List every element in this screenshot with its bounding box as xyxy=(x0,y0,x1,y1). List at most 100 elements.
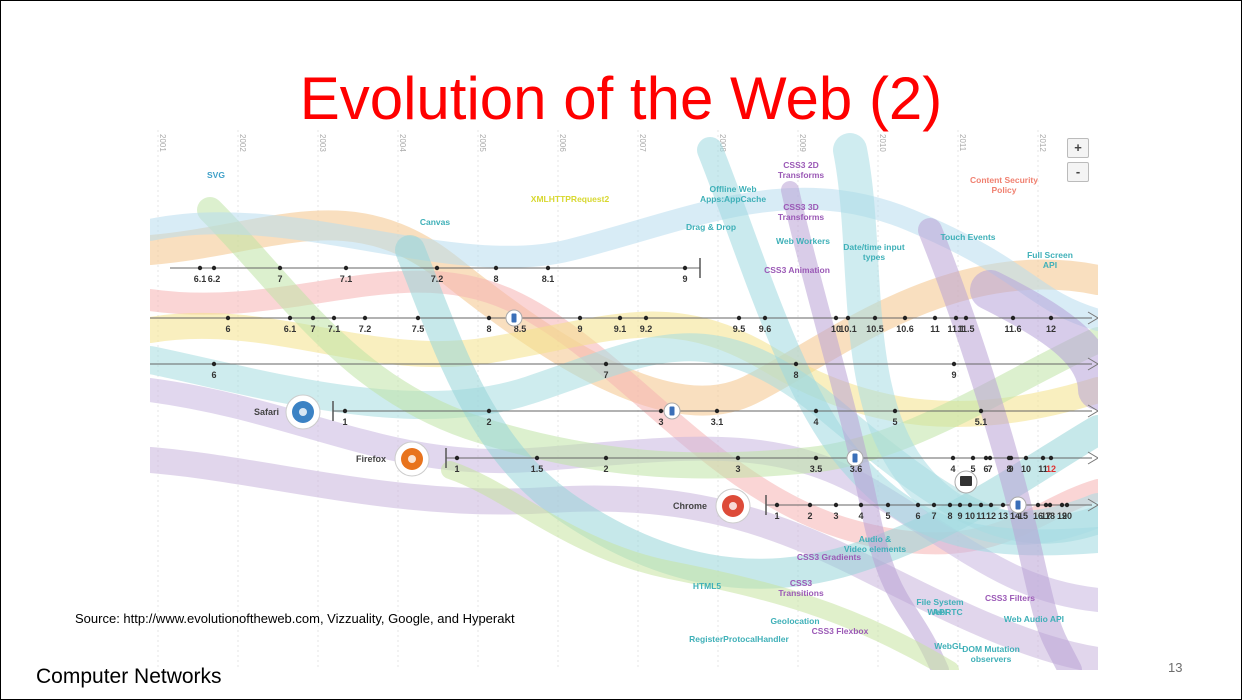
feature-label[interactable]: Touch Events xyxy=(940,232,995,242)
feature-label[interactable]: Drag & Drop xyxy=(686,222,736,232)
version-dot[interactable] xyxy=(967,502,973,508)
safari-icon[interactable] xyxy=(285,394,321,430)
version-dot[interactable] xyxy=(493,265,499,271)
version-dot[interactable] xyxy=(603,361,609,367)
version-dot[interactable] xyxy=(833,502,839,508)
version-dot[interactable] xyxy=(736,315,742,321)
feature-label[interactable]: Web Workers xyxy=(776,236,830,246)
feature-label[interactable]: WebGL xyxy=(934,641,964,651)
version-dot[interactable] xyxy=(486,408,492,414)
tv-device-icon[interactable] xyxy=(954,470,978,494)
version-dot[interactable] xyxy=(858,502,864,508)
version-dot[interactable] xyxy=(774,502,780,508)
version-dot[interactable] xyxy=(643,315,649,321)
version-dot[interactable] xyxy=(951,361,957,367)
version-dot[interactable] xyxy=(931,502,937,508)
feature-label[interactable]: CSS3 Filters xyxy=(985,593,1035,603)
version-dot[interactable] xyxy=(988,502,994,508)
version-dot[interactable] xyxy=(277,265,283,271)
version-dot[interactable] xyxy=(1008,455,1014,461)
feature-label[interactable]: RegisterProtocalHandler xyxy=(689,634,789,644)
mobile-device-icon[interactable] xyxy=(1009,496,1027,514)
version-dot[interactable] xyxy=(1047,502,1053,508)
version-dot[interactable] xyxy=(1048,315,1054,321)
mobile-device-icon[interactable] xyxy=(846,449,864,467)
version-dot[interactable] xyxy=(793,361,799,367)
version-dot[interactable] xyxy=(762,315,768,321)
version-dot[interactable] xyxy=(617,315,623,321)
version-dot[interactable] xyxy=(714,408,720,414)
feature-label[interactable]: Audio &Video elements xyxy=(844,534,906,554)
version-dot[interactable] xyxy=(947,502,953,508)
feature-label[interactable]: Canvas xyxy=(420,217,451,227)
feature-label[interactable]: CSS3 Flexbox xyxy=(812,626,869,636)
version-dot[interactable] xyxy=(342,408,348,414)
feature-label[interactable]: WebRTC xyxy=(927,607,962,617)
version-dot[interactable] xyxy=(978,502,984,508)
version-dot[interactable] xyxy=(735,455,741,461)
version-dot[interactable] xyxy=(603,455,609,461)
version-dot[interactable] xyxy=(682,265,688,271)
feature-label[interactable]: XMLHTTPRequest2 xyxy=(531,194,610,204)
version-dot[interactable] xyxy=(1023,455,1029,461)
version-dot[interactable] xyxy=(434,265,440,271)
version-dot[interactable] xyxy=(872,315,878,321)
version-dot[interactable] xyxy=(902,315,908,321)
feature-label[interactable]: SVG xyxy=(207,170,225,180)
feature-label[interactable]: CSS3 Animation xyxy=(764,265,830,275)
version-dot[interactable] xyxy=(1035,502,1041,508)
version-dot[interactable] xyxy=(1043,502,1049,508)
version-dot[interactable] xyxy=(197,265,203,271)
feature-label[interactable]: CSS3 Gradients xyxy=(797,552,862,562)
version-dot[interactable] xyxy=(211,265,217,271)
version-dot[interactable] xyxy=(545,265,551,271)
version-dot[interactable] xyxy=(331,315,337,321)
version-dot[interactable] xyxy=(845,315,851,321)
version-dot[interactable] xyxy=(807,502,813,508)
version-dot[interactable] xyxy=(983,455,989,461)
feature-label[interactable]: Geolocation xyxy=(770,616,819,626)
zoom-in-button[interactable]: + xyxy=(1067,138,1089,158)
version-dot[interactable] xyxy=(950,455,956,461)
version-dot[interactable] xyxy=(813,408,819,414)
version-dot[interactable] xyxy=(833,315,839,321)
version-dot[interactable] xyxy=(415,315,421,321)
feature-label[interactable]: HTML5 xyxy=(693,581,722,591)
version-dot[interactable] xyxy=(915,502,921,508)
version-dot[interactable] xyxy=(1048,455,1054,461)
mobile-device-icon[interactable] xyxy=(505,309,523,327)
zoom-out-button[interactable]: - xyxy=(1067,162,1089,182)
version-dot[interactable] xyxy=(1010,315,1016,321)
version-dot[interactable] xyxy=(932,315,938,321)
version-dot[interactable] xyxy=(225,315,231,321)
version-dot[interactable] xyxy=(978,408,984,414)
version-dot[interactable] xyxy=(658,408,664,414)
version-dot[interactable] xyxy=(343,265,349,271)
version-dot[interactable] xyxy=(892,408,898,414)
version-dot[interactable] xyxy=(1064,502,1070,508)
version-dot[interactable] xyxy=(885,502,891,508)
version-dot[interactable] xyxy=(362,315,368,321)
firefox-icon[interactable] xyxy=(394,441,430,477)
version-dot[interactable] xyxy=(486,315,492,321)
version-dot[interactable] xyxy=(577,315,583,321)
version-dot[interactable] xyxy=(987,455,993,461)
version-dot[interactable] xyxy=(970,455,976,461)
version-dot[interactable] xyxy=(957,502,963,508)
version-dot[interactable] xyxy=(287,315,293,321)
version-dot[interactable] xyxy=(310,315,316,321)
mobile-device-icon[interactable] xyxy=(663,402,681,420)
version-dot[interactable] xyxy=(1040,455,1046,461)
version-dot[interactable] xyxy=(963,315,969,321)
version-dot[interactable] xyxy=(953,315,959,321)
